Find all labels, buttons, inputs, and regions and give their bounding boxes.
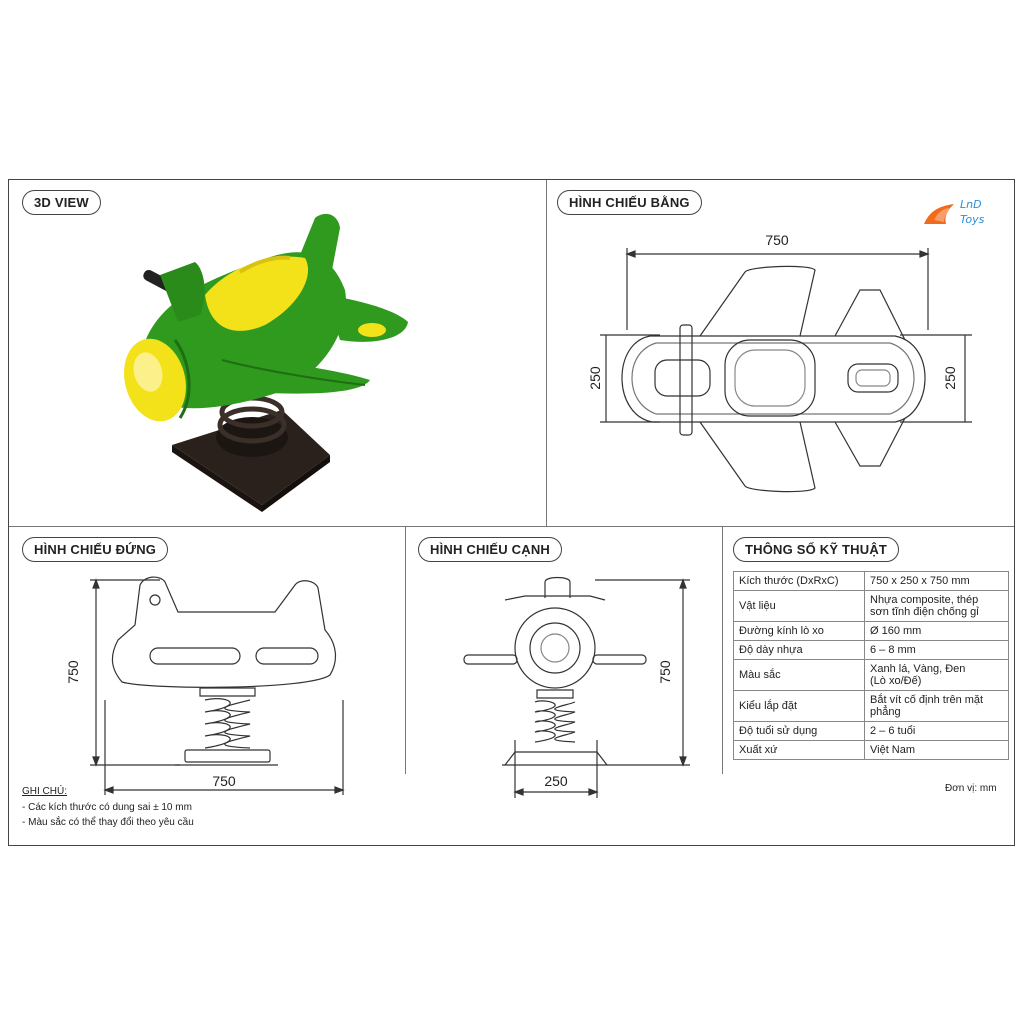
spec-value-line2: (Lò xo/Đế) bbox=[870, 675, 922, 687]
notes-title: GHI CHÚ: bbox=[22, 786, 67, 797]
logo-text-toys: Toys bbox=[960, 213, 985, 226]
front-view-drawing: 750 750 bbox=[65, 576, 345, 795]
spec-row: Kiểu lắp đặt Bắt vít cố định trên mặt ph… bbox=[733, 690, 1009, 722]
spec-label: Đường kính lò xo bbox=[733, 621, 865, 641]
specs-label: THÔNG SỐ KỸ THUẬT bbox=[733, 537, 900, 562]
top-height-dimension-left: 250 bbox=[587, 366, 603, 390]
front-view-label: HÌNH CHIẾU ĐỨNG bbox=[22, 537, 169, 562]
spec-label: Kiểu lắp đặt bbox=[733, 690, 865, 722]
unit-note: Đơn vị: mm bbox=[945, 783, 997, 794]
side-height-dimension: 750 bbox=[657, 660, 673, 684]
brand-logo: LnD Toys bbox=[920, 190, 1000, 230]
spec-value-line1: Xanh lá, Vàng, Đen bbox=[870, 663, 966, 675]
spec-value: 6 – 8 mm bbox=[864, 640, 1009, 660]
side-width-dimension: 250 bbox=[544, 773, 568, 789]
divider-vertical-top bbox=[546, 180, 547, 526]
top-height-dimension-right: 250 bbox=[942, 366, 958, 390]
spec-label: Xuất xứ bbox=[733, 740, 865, 760]
divider-vertical-side-specs bbox=[722, 526, 723, 774]
front-width-dimension: 750 bbox=[212, 773, 236, 789]
spec-value: 2 – 6 tuổi bbox=[864, 721, 1009, 741]
spec-row: Kích thước (DxRxC) 750 x 250 x 750 mm bbox=[733, 571, 1009, 591]
spec-value-line2: sơn tĩnh điện chống gỉ bbox=[870, 606, 979, 618]
front-height-dimension: 750 bbox=[65, 660, 81, 684]
spec-value: Ø 160 mm bbox=[864, 621, 1009, 641]
divider-vertical-front-side bbox=[405, 526, 406, 774]
spec-row: Độ tuổi sử dụng 2 – 6 tuổi bbox=[733, 721, 1009, 741]
specs-table: Kích thước (DxRxC) 750 x 250 x 750 mm Vậ… bbox=[733, 571, 1009, 760]
spec-label: Độ tuổi sử dụng bbox=[733, 721, 865, 741]
spec-row: Xuất xứ Việt Nam bbox=[733, 740, 1009, 760]
spec-label: Vật liệu bbox=[733, 590, 865, 622]
spec-row: Đường kính lò xo Ø 160 mm bbox=[733, 621, 1009, 641]
spec-row: Màu sắc Xanh lá, Vàng, Đen(Lò xo/Đế) bbox=[733, 659, 1009, 691]
side-view-drawing: 750 250 bbox=[463, 576, 690, 798]
top-view-drawing: 750 250 250 bbox=[587, 232, 972, 493]
spec-label: Độ dày nhựa bbox=[733, 640, 865, 660]
spec-value: Xanh lá, Vàng, Đen(Lò xo/Đế) bbox=[864, 659, 1009, 691]
spec-label: Màu sắc bbox=[733, 659, 865, 691]
airplane-3d-render bbox=[124, 213, 408, 512]
spec-value-line1: Nhựa composite, thép bbox=[870, 594, 979, 606]
side-view-label: HÌNH CHIẾU CẠNH bbox=[418, 537, 562, 562]
spec-value: Bắt vít cố định trên mặt phẳng bbox=[864, 690, 1009, 722]
notes-line-tolerance: - Các kích thước có dung sai ± 10 mm bbox=[22, 802, 192, 813]
logo-text-lnd: LnD bbox=[960, 198, 982, 211]
notes-line-color: - Màu sắc có thể thay đổi theo yêu cầu bbox=[22, 817, 194, 828]
view3d-label: 3D VIEW bbox=[22, 190, 101, 215]
top-width-dimension: 750 bbox=[765, 232, 789, 248]
divider-horizontal bbox=[9, 526, 1014, 527]
top-view-label: HÌNH CHIẾU BẰNG bbox=[557, 190, 702, 215]
drawing-sheet bbox=[8, 179, 1015, 846]
spec-value: Việt Nam bbox=[864, 740, 1009, 760]
spec-value: 750 x 250 x 750 mm bbox=[864, 571, 1009, 591]
spec-label: Kích thước (DxRxC) bbox=[733, 571, 865, 591]
spec-row: Độ dày nhựa 6 – 8 mm bbox=[733, 640, 1009, 660]
